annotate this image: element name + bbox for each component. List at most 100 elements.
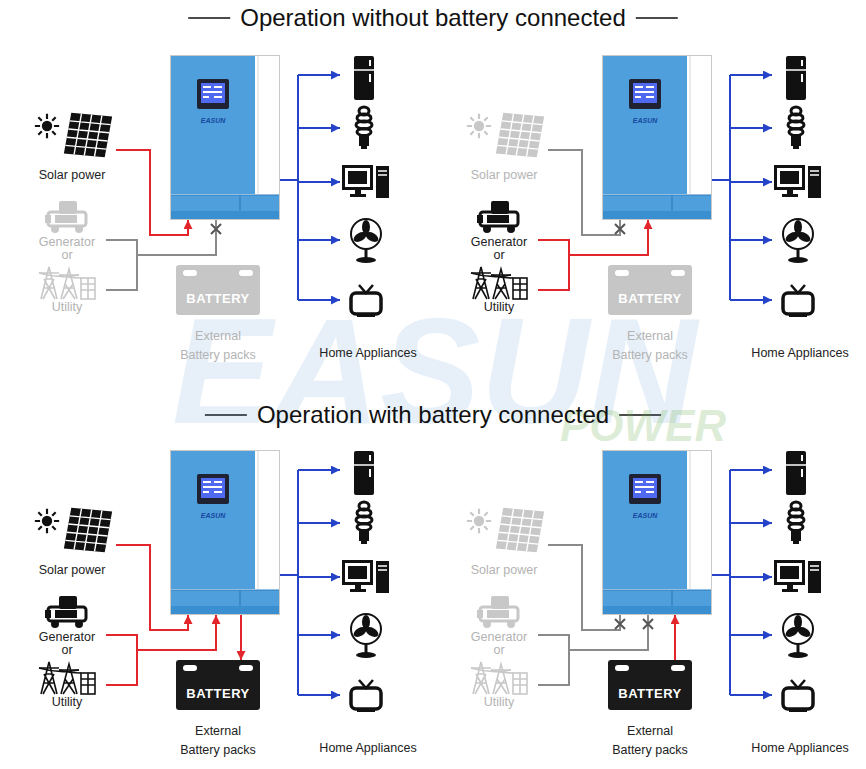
panel-icon	[64, 113, 112, 158]
output-branch	[298, 522, 340, 524]
brand-logo: EASUN	[633, 117, 658, 125]
fan-icon	[351, 614, 381, 658]
fan-icon	[348, 612, 384, 658]
section-title: Operation with battery connected	[257, 401, 609, 429]
output-branch	[298, 127, 340, 129]
power-line	[106, 220, 216, 255]
battery-caption: External Battery packs	[177, 722, 259, 760]
batt-icon	[608, 265, 692, 315]
output-branch	[730, 634, 772, 636]
output-branch	[730, 694, 772, 696]
power-line	[280, 470, 340, 695]
battery-label: BATTERY	[186, 291, 249, 306]
inv-icon	[602, 450, 712, 615]
pc-icon	[344, 166, 390, 198]
wire-stub	[538, 635, 569, 685]
batt-icon	[608, 265, 692, 315]
sun-icon	[34, 508, 60, 534]
battery-caption: External Battery packs	[609, 722, 691, 760]
load-caption: Home Appliances	[751, 347, 848, 360]
power-line	[106, 615, 216, 650]
fridge-icon	[784, 55, 808, 101]
solar-source: Solar power	[460, 105, 548, 189]
load-caption: Home Appliances	[319, 347, 416, 360]
sun-icon	[466, 508, 492, 534]
pc-icon	[342, 560, 390, 594]
pylon-icon	[469, 264, 529, 300]
source-label: Solar power	[39, 169, 106, 182]
source-label: Solar power	[471, 169, 538, 182]
battery-pack: BATTERYExternal Battery packs	[176, 265, 260, 315]
inv-icon	[602, 55, 712, 220]
tv-icon	[351, 680, 381, 711]
source-label: Utility	[484, 696, 515, 709]
bulb-icon	[352, 500, 376, 546]
output-branch	[730, 239, 772, 241]
source-label: Generator	[471, 631, 527, 644]
output-branch	[298, 181, 340, 183]
brand-logo: EASUN	[201, 512, 226, 520]
output-branch	[730, 522, 772, 524]
gen-icon	[45, 595, 89, 629]
batt-icon	[176, 265, 260, 315]
source-label: Utility	[52, 301, 83, 314]
fan-icon	[351, 219, 381, 263]
fan-icon	[783, 219, 813, 263]
fan-icon	[348, 217, 384, 263]
brand-logo: EASUN	[201, 117, 226, 125]
wire-stub	[106, 240, 137, 290]
sun-icon	[467, 114, 491, 138]
output-branch	[730, 469, 772, 471]
off-mark	[615, 224, 625, 234]
tv-icon	[349, 678, 383, 712]
fridge-icon	[354, 56, 374, 100]
battery-label: BATTERY	[618, 686, 681, 701]
output-branch	[298, 694, 340, 696]
output-branch	[298, 576, 340, 578]
grid-source: GeneratororUtility	[460, 198, 538, 320]
battery-caption: External Battery packs	[609, 327, 691, 365]
output-branch	[730, 576, 772, 578]
off-mark	[643, 619, 653, 629]
inverter-unit: EASUN	[170, 55, 280, 220]
source-label: Generator	[39, 236, 95, 249]
source-label: or	[61, 644, 72, 657]
batt-icon	[176, 660, 260, 710]
power-line	[538, 615, 653, 650]
tv-icon	[783, 680, 813, 711]
output-line	[712, 179, 730, 181]
battery-label: BATTERY	[186, 686, 249, 701]
source-label: Generator	[471, 236, 527, 249]
battery-pack: BATTERYExternal Battery packs	[608, 265, 692, 315]
load-caption: Home Appliances	[319, 742, 416, 755]
power-line	[538, 615, 648, 650]
inv-icon	[603, 451, 712, 615]
fan-icon	[780, 217, 816, 263]
pylon-icon	[471, 267, 527, 299]
grid-source: GeneratororUtility	[28, 198, 106, 320]
pylon-icon	[39, 267, 95, 299]
fridge-icon	[352, 55, 376, 101]
source-label: Solar power	[471, 564, 538, 577]
pc-icon	[776, 166, 822, 198]
output-line	[280, 574, 298, 576]
power-line	[280, 75, 340, 300]
output-branch	[730, 181, 772, 183]
solar-source: Solar power	[28, 105, 116, 189]
fridge-icon	[354, 451, 374, 495]
batt-icon	[608, 660, 692, 710]
brand-logo: EASUN	[633, 512, 658, 520]
fan-icon	[783, 614, 813, 658]
fridge-icon	[784, 450, 808, 496]
inverter-unit: EASUN	[602, 55, 712, 220]
grid-source: GeneratororUtility	[460, 593, 538, 715]
power-line	[712, 470, 772, 695]
battery-pack: BATTERYExternal Battery packs	[176, 660, 260, 710]
output-line	[712, 574, 730, 576]
power-line	[712, 75, 772, 300]
output-branch	[298, 634, 340, 636]
panel-icon	[494, 109, 546, 161]
tv-icon	[781, 678, 815, 712]
bulb-icon	[784, 500, 808, 546]
pylon-icon	[39, 662, 95, 694]
